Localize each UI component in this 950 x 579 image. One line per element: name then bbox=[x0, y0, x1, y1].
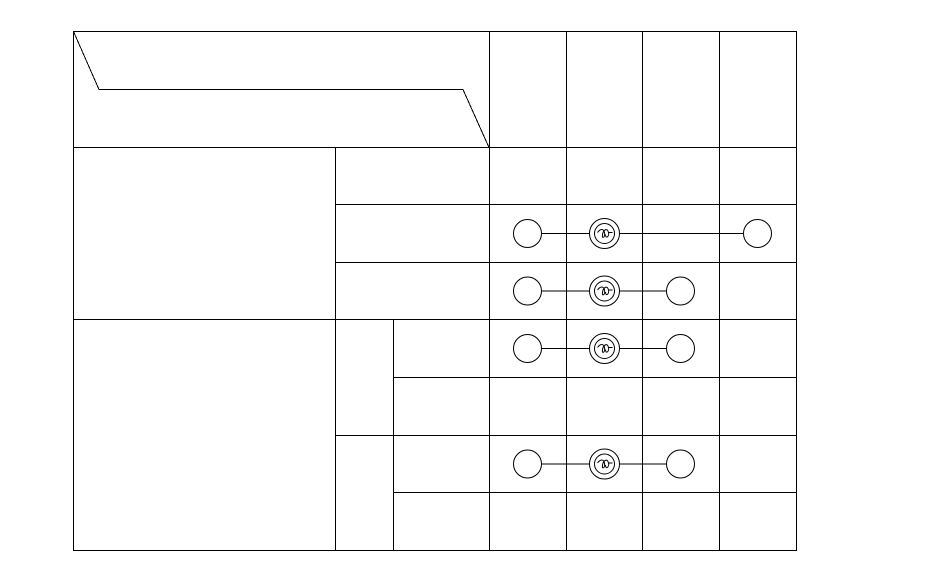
member-circle bbox=[666, 276, 695, 306]
links-layer bbox=[513, 218, 772, 480]
link-group bbox=[513, 218, 772, 249]
member-circle bbox=[513, 334, 542, 363]
loop-glyph-icon bbox=[597, 344, 613, 353]
member-circle bbox=[513, 276, 542, 306]
link-group bbox=[513, 448, 695, 480]
member-circle bbox=[513, 219, 542, 248]
member-circle bbox=[513, 449, 542, 479]
member-circle bbox=[743, 219, 772, 248]
matrix-frame bbox=[73, 31, 797, 551]
member-circle bbox=[666, 449, 695, 479]
loop-glyph-icon bbox=[597, 286, 613, 296]
header-corner-shape bbox=[73, 31, 490, 148]
loop-glyph-icon bbox=[597, 229, 613, 238]
link-group bbox=[513, 275, 695, 307]
link-group bbox=[513, 333, 695, 364]
member-circle bbox=[666, 334, 695, 363]
loop-glyph-icon bbox=[597, 459, 613, 469]
